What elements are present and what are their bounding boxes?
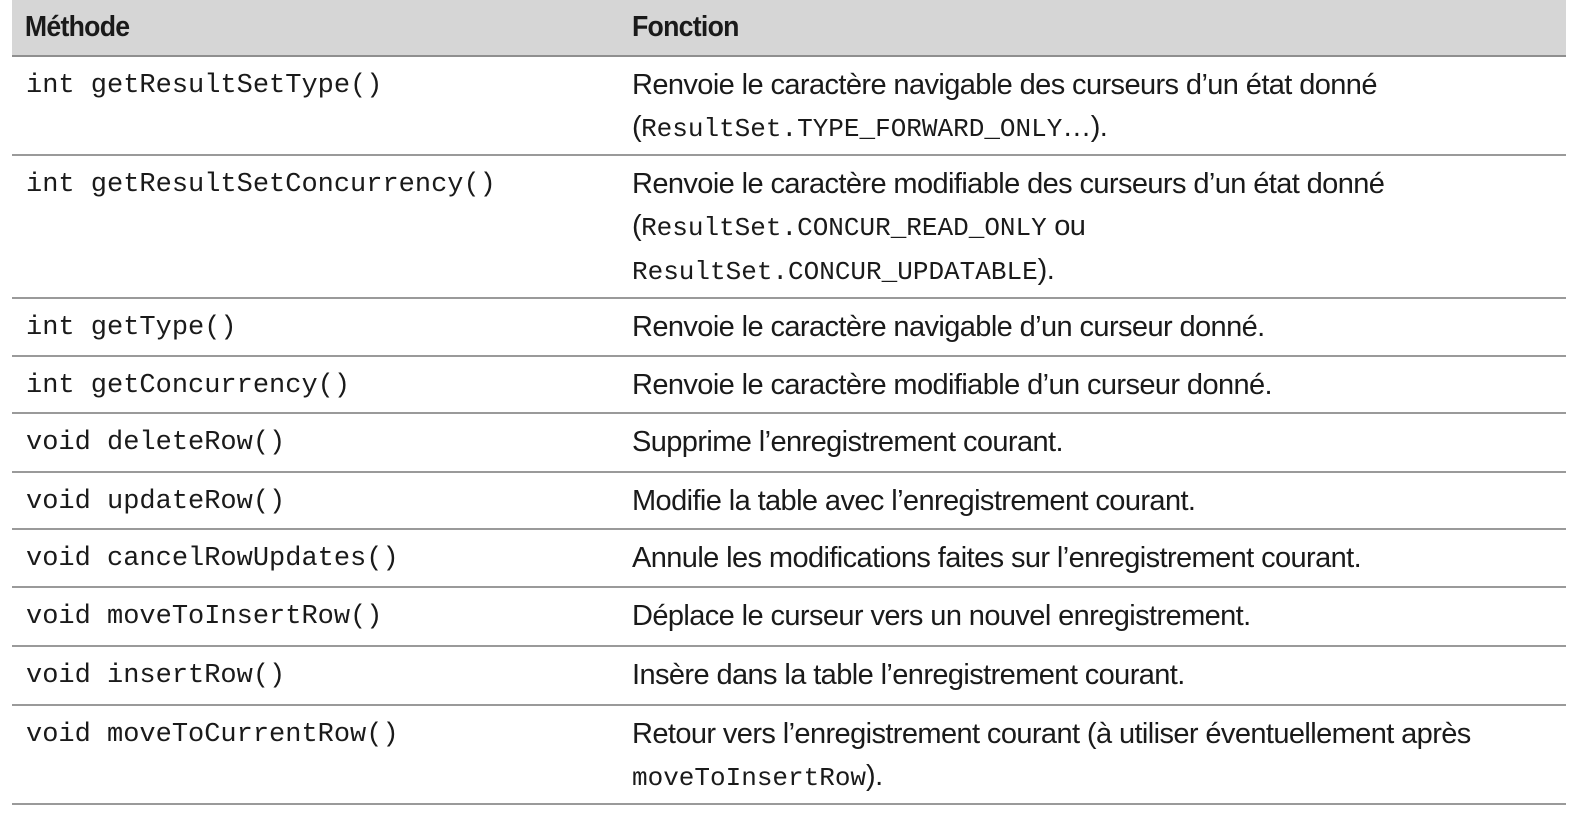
- function-cell: Renvoie le caractère modifiable des curs…: [632, 168, 1385, 287]
- function-cell: Supprime l’enregistrement courant.: [632, 426, 1064, 458]
- method-cell: void cancelRowUpdates(): [26, 544, 399, 574]
- table-row: int getResultSetConcurrency() Renvoie le…: [12, 156, 1566, 299]
- table-row: int getResultSetType() Renvoie le caract…: [12, 57, 1566, 156]
- function-cell: Déplace le curseur vers un nouvel enregi…: [632, 600, 1251, 632]
- header-method: Méthode: [24, 11, 130, 43]
- table-row: void moveToCurrentRow() Retour vers l’en…: [12, 706, 1566, 805]
- methods-table: Méthode Fonction int getResultSetType() …: [12, 0, 1566, 805]
- table-row: void moveToInsertRow() Déplace le curseu…: [12, 588, 1566, 647]
- header-function: Fonction: [632, 11, 739, 43]
- method-cell: void updateRow(): [26, 487, 286, 517]
- method-cell: void deleteRow(): [26, 428, 286, 458]
- method-cell: void insertRow(): [26, 661, 286, 691]
- table-row: void insertRow() Insère dans la table l’…: [12, 647, 1566, 706]
- table-row: int getConcurrency() Renvoie le caractèr…: [12, 357, 1566, 414]
- table-row: void deleteRow() Supprime l’enregistreme…: [12, 414, 1566, 473]
- function-cell: Renvoie le caractère modifiable d’un cur…: [632, 369, 1273, 401]
- function-cell: Renvoie le caractère navigable d’un curs…: [632, 311, 1265, 343]
- table-row: void updateRow() Modifie la table avec l…: [12, 473, 1566, 530]
- method-cell: int getResultSetType(): [26, 71, 383, 101]
- method-cell: int getType(): [26, 313, 237, 343]
- function-cell: Insère dans la table l’enregistrement co…: [632, 659, 1185, 691]
- method-cell: void moveToInsertRow(): [26, 602, 383, 632]
- function-cell: Annule les modifications faites sur l’en…: [632, 542, 1362, 574]
- table-row: void cancelRowUpdates() Annule les modif…: [12, 530, 1566, 588]
- function-cell: Modifie la table avec l’enregistrement c…: [632, 485, 1196, 517]
- function-cell: Renvoie le caractère navigable des curse…: [632, 69, 1377, 144]
- table-header: Méthode Fonction: [12, 0, 1566, 57]
- method-cell: void moveToCurrentRow(): [26, 720, 399, 750]
- function-cell: Retour vers l’enregistrement courant (à …: [632, 718, 1471, 793]
- method-cell: int getResultSetConcurrency(): [26, 170, 496, 200]
- table-row: int getType() Renvoie le caractère navig…: [12, 299, 1566, 357]
- method-cell: int getConcurrency(): [26, 371, 351, 401]
